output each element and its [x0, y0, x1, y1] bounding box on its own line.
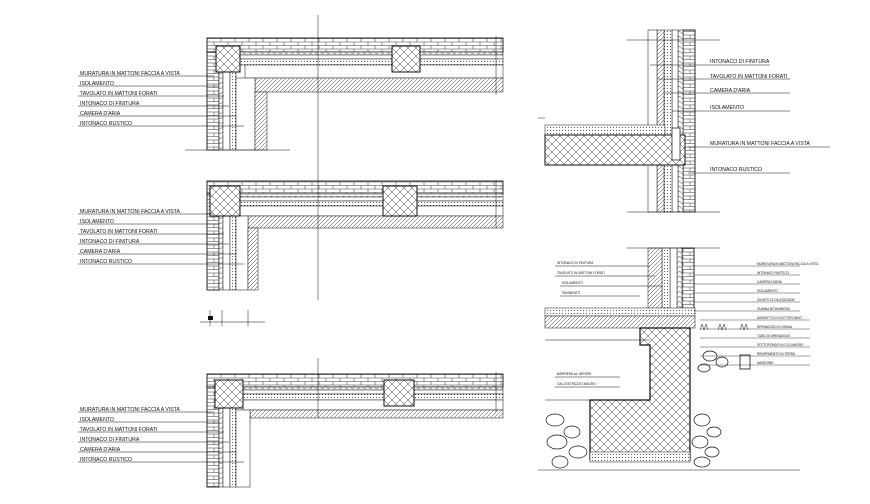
plan-1-label-insulation: ISOLAMENTO	[80, 81, 114, 87]
plan-1-label-hollow-brick: TAVOLATO IN MATTONI FORATI	[80, 91, 157, 97]
plan-3-label-finish-plaster: INTONACO DI FINITURA	[80, 437, 140, 443]
foundation-label-r9: SOTTOFONDO IN CLS MAGRO	[757, 343, 804, 347]
section-top-drawing	[538, 29, 720, 213]
foundation-label-r10: RIEMPIMENTO IN TERRA	[757, 352, 796, 356]
plan-2-label-hollow-brick: TAVOLATO IN MATTONI FORATI	[80, 229, 157, 235]
plan-detail-1: MURATURA IN MATTONI FACCIA A VISTA ISOLA…	[78, 15, 504, 160]
foundation-label-floor: PAVIMENTO	[562, 291, 581, 295]
plan-1-label-finish-plaster: INTONACO DI FINITURA	[80, 101, 140, 107]
plan-1-wall-drawing	[185, 15, 504, 160]
plan-2-leader-lines	[78, 213, 244, 265]
foundation-label-r0: MURATURA IN MATTONI FACCIA A VISTA	[757, 262, 819, 266]
foundation-label-r8: TUBO DI DRENAGGIO	[757, 334, 791, 338]
plan-detail-3: MURATURA IN MATTONI FACCIA A VISTA ISOLA…	[78, 358, 504, 488]
section-top-leader-lines	[650, 64, 830, 174]
section-top-label-finish-plaster: INTONACO DI FINITURA	[710, 59, 770, 65]
section-detail-foundation: INTONACO DI FINITURA TAVOLATO IN MATTONI…	[538, 247, 819, 471]
foundation-label-lean-concrete: CALCESTRUZZO MAGRO	[557, 382, 596, 386]
foundation-label-r4: GIUNTO DI DILATAZIONE	[757, 298, 795, 302]
plan-3-label-rough-plaster: INTONACO RUSTICO	[80, 457, 132, 463]
section-detail-top: INTONACO DI FINITURA TAVOLATO IN MATTONI…	[538, 29, 830, 213]
foundation-drawing	[538, 247, 800, 471]
plan-1-label-facing-brick: MURATURA IN MATTONI FACCIA A VISTA	[80, 71, 180, 77]
plan-2-label-insulation: ISOLAMENTO	[80, 219, 114, 225]
plan-3-leader-lines	[78, 411, 244, 463]
plan-3-label-air-gap: CAMERA D'ARIA	[80, 447, 121, 453]
foundation-label-r11: MAGRONE	[757, 361, 773, 365]
plan-3-label-insulation: ISOLAMENTO	[80, 417, 114, 423]
section-top-label-air-gap: CAMERA D'ARIA	[710, 88, 751, 94]
foundation-right-leader-lines	[694, 265, 810, 366]
foundation-label-r2: CAMERA D'ARIA	[757, 280, 783, 284]
foundation-label-r5: GUAINA BITUMINOSA	[757, 307, 791, 311]
plan-2-label-finish-plaster: INTONACO DI FINITURA	[80, 239, 140, 245]
plan-2-wall-drawing	[200, 160, 504, 326]
foundation-label-r6: MASSETTO DI SOTTOFONDO	[757, 316, 802, 320]
section-top-label-rough-plaster: INTONACO RUSTICO	[710, 167, 762, 173]
plan-1-leader-lines	[78, 75, 244, 127]
foundation-label-vapour-barrier: BARRIERA AL VAPORE	[557, 372, 592, 376]
plan-detail-2: MURATURA IN MATTONI FACCIA A VISTA ISOLA…	[78, 160, 504, 326]
foundation-label-r3: ISOLAMENTO	[757, 289, 778, 293]
section-top-label-hollow-brick: TAVOLATO IN MATTONI FORATI	[710, 74, 787, 80]
plan-3-label-facing-brick: MURATURA IN MATTONI FACCIA A VISTA	[80, 407, 180, 413]
foundation-label-insulation: ISOLAMENTO	[562, 281, 583, 285]
plan-3-label-hollow-brick: TAVOLATO IN MATTONI FORATI	[80, 427, 157, 433]
plan-1-label-rough-plaster: INTONACO RUSTICO	[80, 121, 132, 127]
foundation-label-finish-plaster: INTONACO DI FINITURA	[557, 261, 594, 265]
plan-2-label-facing-brick: MURATURA IN MATTONI FACCIA A VISTA	[80, 209, 180, 215]
plan-2-label-air-gap: CAMERA D'ARIA	[80, 249, 121, 255]
gravel-stones	[545, 350, 729, 469]
foundation-label-hollow-brick: TAVOLATO IN MATTONI FORATI	[557, 271, 605, 275]
foundation-label-r1: INTONACO RUSTICO	[757, 271, 790, 275]
plan-3-wall-drawing	[206, 358, 504, 488]
plan-2-label-rough-plaster: INTONACO RUSTICO	[80, 259, 132, 265]
foundation-left-leader-lines	[555, 265, 662, 388]
foundation-label-r7: DRENAGGIO IN GHIAIA	[757, 325, 793, 329]
plan-1-label-air-gap: CAMERA D'ARIA	[80, 111, 121, 117]
section-top-label-facing-brick: MURATURA IN MATTONI FACCIA A VISTA	[710, 141, 810, 147]
section-top-label-insulation: ISOLAMENTO	[710, 105, 744, 111]
